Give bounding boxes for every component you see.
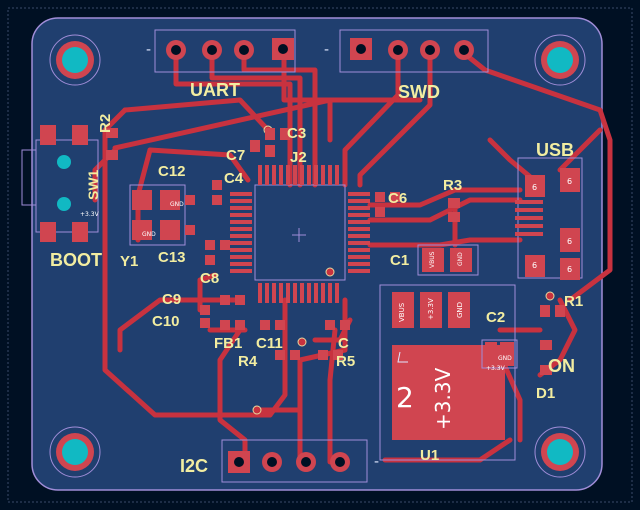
i2c-minus-marker: - <box>374 454 379 470</box>
usb-shield-pad-d: 6 <box>567 237 572 246</box>
i2c-header <box>221 439 368 483</box>
outer-frame <box>7 7 633 503</box>
ref-r2: R2 <box>97 114 114 133</box>
ref-y1: Y1 <box>120 253 138 270</box>
usb-shield-pad-a: 6 <box>532 183 537 192</box>
boot-label: BOOT <box>50 250 102 270</box>
on-label: ON <box>548 356 575 376</box>
uart-header <box>154 29 296 73</box>
ref-c2: C2 <box>486 309 505 326</box>
regulator-area <box>379 244 518 461</box>
pad-gnd-u1: GND <box>456 302 464 318</box>
mcu-footprint <box>230 165 370 303</box>
pad-gnd-y1-b: GND <box>170 201 184 208</box>
swd-minus-marker: - <box>324 42 329 58</box>
ref-r1: R1 <box>564 293 583 310</box>
usb-shield-pad-e: 6 <box>567 265 572 274</box>
ref-r4: R4 <box>238 353 258 370</box>
ref-c12: C12 <box>158 163 186 180</box>
ref-c1: C1 <box>390 252 409 269</box>
ref-c8: C8 <box>200 270 219 287</box>
ref-r5: R5 <box>336 353 355 370</box>
ref-c11: C11 <box>256 335 283 352</box>
ref-c13: C13 <box>158 249 186 266</box>
usb-shield-pad-c: 6 <box>567 177 572 186</box>
ref-fb1: FB1 <box>214 335 242 352</box>
boot-switch <box>21 125 99 242</box>
pad-3v3-sw1: +3.3V <box>80 211 100 218</box>
ref-j2: J2 <box>290 149 307 166</box>
ref-c4: C4 <box>224 170 244 187</box>
ref-c5-partial: C <box>338 335 349 352</box>
passive-pads <box>106 128 565 375</box>
usb-connector <box>515 157 583 280</box>
uart-minus-marker: - <box>146 42 151 58</box>
ref-u1: U1 <box>420 447 439 464</box>
pad-vbus-u1: VBUS <box>398 302 406 322</box>
swd-header <box>339 29 489 73</box>
i2c-label: I2C <box>180 456 208 476</box>
pad-3v3-c2: +3.3V <box>486 365 506 372</box>
usb-shield-pad-b: 6 <box>532 261 537 270</box>
pad-vbus-c1: VBUS <box>429 251 436 268</box>
pad-3v3-u1: +3.3V <box>427 298 435 320</box>
ref-c7: C7 <box>226 147 245 164</box>
pad-gnd-c2: GND <box>498 355 512 362</box>
mounting-holes <box>49 34 586 478</box>
ref-c6: C6 <box>388 190 407 207</box>
ref-r3: R3 <box>443 177 462 194</box>
usb-label: USB <box>536 140 574 160</box>
pad-gnd-y1-a: GND <box>142 231 156 238</box>
ref-c3: C3 <box>287 125 306 142</box>
regulator-pin-number: 2 <box>396 381 414 414</box>
ref-d1: D1 <box>536 385 555 402</box>
pad-gnd-c1: GND <box>457 252 464 266</box>
swd-label: SWD <box>398 82 440 102</box>
ref-sw1: SW1 <box>85 169 101 200</box>
uart-label: UART <box>190 80 240 100</box>
crystal-y1 <box>129 184 186 246</box>
ref-c10: C10 <box>152 313 180 330</box>
ref-c9: C9 <box>162 291 181 308</box>
regulator-net-label: +3.3V <box>431 367 455 430</box>
